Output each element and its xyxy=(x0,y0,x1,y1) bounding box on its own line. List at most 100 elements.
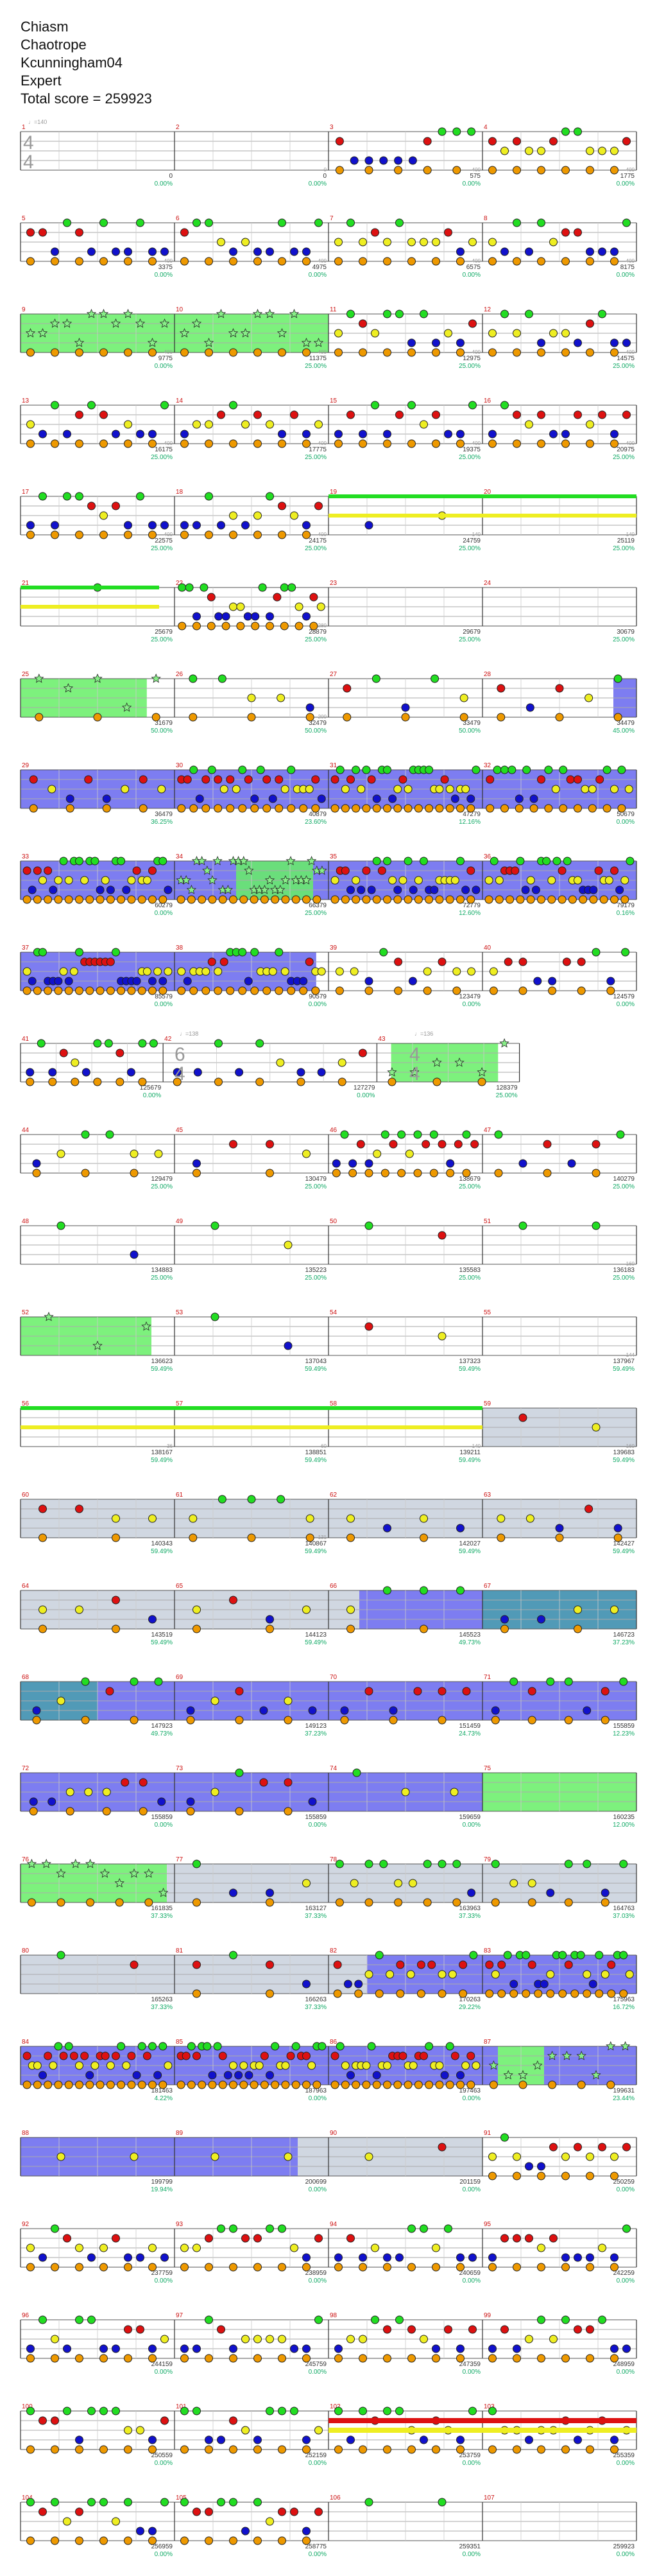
measure-score: 66379 xyxy=(309,902,327,909)
kick-note-icon xyxy=(71,1077,80,1086)
kick-note-icon xyxy=(96,986,105,995)
note-icon xyxy=(561,329,570,338)
measure-sp-percent: 59.49% xyxy=(151,1366,173,1373)
kick-note-icon xyxy=(75,530,83,539)
kick-note-icon xyxy=(561,2171,570,2180)
kick-note-icon xyxy=(239,2080,248,2089)
kick-note-icon xyxy=(235,1716,244,1725)
note-icon xyxy=(357,885,366,894)
note-icon xyxy=(276,1058,285,1067)
note-icon xyxy=(364,1687,373,1696)
note-icon xyxy=(407,2325,416,2334)
measure-sp-percent: 0.00% xyxy=(463,2095,481,2102)
note-icon xyxy=(420,238,428,247)
note-icon xyxy=(537,338,545,347)
kick-note-icon xyxy=(497,713,506,722)
kick-note-icon xyxy=(262,804,271,813)
measure-score: 6575 xyxy=(466,264,481,271)
note-icon xyxy=(124,2253,132,2262)
note-icon xyxy=(456,2344,465,2353)
note-icon xyxy=(350,967,359,976)
kick-note-icon xyxy=(452,166,461,175)
kick-note-icon xyxy=(610,2263,619,2272)
star-note-icon xyxy=(186,884,196,894)
note-icon xyxy=(195,794,204,803)
kick-note-icon xyxy=(445,2080,454,2089)
kick-note-icon xyxy=(38,1624,47,1633)
measure-row: 1002505590.00%1012521590.00%1022537590.0… xyxy=(20,2403,637,2467)
note-icon xyxy=(253,2335,262,2344)
measure-row: 4813488325.00%4913522325.00%5013558325.0… xyxy=(20,1218,637,1282)
kick-note-icon xyxy=(130,1716,139,1725)
kick-note-icon xyxy=(407,2354,416,2363)
note-icon xyxy=(192,1960,201,1969)
note-icon xyxy=(420,2051,428,2060)
note-icon xyxy=(407,2224,416,2233)
note-icon xyxy=(280,785,289,794)
kick-note-icon xyxy=(75,2080,83,2089)
measure-number: 35 xyxy=(330,853,337,860)
note-icon xyxy=(219,957,228,966)
kick-note-icon xyxy=(187,2080,196,2089)
note-icon xyxy=(358,1049,367,1057)
note-icon xyxy=(266,420,274,429)
measure-number: 51 xyxy=(484,1218,491,1225)
note-icon xyxy=(346,218,355,227)
kick-note-icon xyxy=(205,2263,213,2272)
note-icon xyxy=(459,1960,468,1969)
note-icon xyxy=(525,420,533,429)
kick-note-icon xyxy=(302,348,311,357)
note-icon xyxy=(364,1159,373,1168)
kick-note-icon xyxy=(102,804,111,813)
note-icon xyxy=(75,2507,83,2516)
note-icon xyxy=(574,2325,582,2334)
measure-aux-value: 400 xyxy=(472,440,481,446)
measure-sp-percent: 37.23% xyxy=(613,1639,635,1646)
note-icon xyxy=(311,775,320,784)
note-icon xyxy=(379,1859,388,1868)
measure-sp-percent: 25.00% xyxy=(613,363,635,370)
note-icon xyxy=(362,765,371,774)
note-icon xyxy=(99,218,108,227)
measure-sp-percent: 59.49% xyxy=(151,1457,173,1464)
note-icon xyxy=(302,612,311,621)
kick-note-icon xyxy=(271,895,280,904)
kick-note-icon xyxy=(420,1533,428,1542)
measure-number: 20 xyxy=(484,489,491,496)
note-icon xyxy=(207,957,216,966)
kick-note-icon xyxy=(432,257,440,266)
note-icon xyxy=(350,1879,359,1888)
note-icon xyxy=(359,238,367,247)
kick-note-icon xyxy=(537,166,545,175)
measure-number: 82 xyxy=(330,1947,337,1954)
measure-sp-percent: 19.94% xyxy=(151,2186,173,2193)
note-icon xyxy=(38,2507,47,2516)
kick-note-icon xyxy=(148,2445,157,2454)
note-icon xyxy=(26,2498,35,2507)
note-icon xyxy=(87,2406,96,2415)
kick-note-icon xyxy=(359,439,367,448)
note-icon xyxy=(341,866,350,875)
measure-sp-percent: 59.49% xyxy=(459,1548,481,1555)
kick-note-icon xyxy=(383,804,391,813)
note-icon xyxy=(335,967,344,976)
note-icon xyxy=(371,2315,379,2324)
note-icon xyxy=(416,1960,425,1969)
note-icon xyxy=(564,1859,573,1868)
measure-sp-percent: 0.00% xyxy=(617,2369,635,2376)
kick-note-icon xyxy=(102,1807,111,1816)
note-icon xyxy=(164,2061,173,2070)
note-icon xyxy=(456,1586,465,1595)
kick-note-icon xyxy=(544,804,553,813)
kick-note-icon xyxy=(75,2536,83,2545)
note-icon xyxy=(466,794,475,803)
note-icon xyxy=(622,137,631,146)
kick-note-icon xyxy=(253,439,262,448)
note-icon xyxy=(299,977,308,986)
note-icon xyxy=(619,1859,628,1868)
note-icon xyxy=(268,794,277,803)
note-icon xyxy=(409,885,418,894)
note-icon xyxy=(350,156,359,165)
note-icon xyxy=(229,401,237,410)
